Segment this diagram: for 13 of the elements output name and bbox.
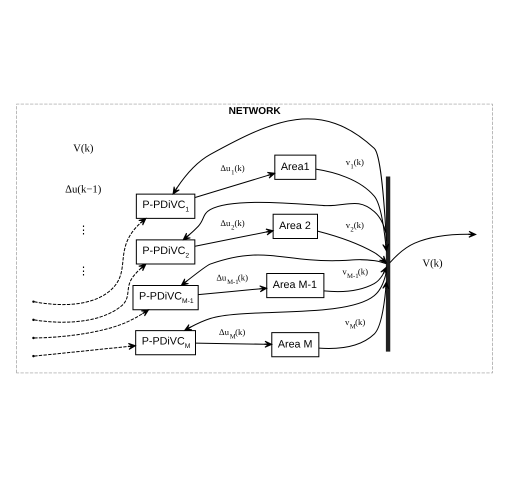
label: ⋮ (78, 224, 90, 237)
label: ⋮ (78, 266, 90, 278)
edge-label: Δu$_{1}$(k) (220, 162, 245, 176)
edge-label: v$_{1}$(k) (346, 156, 364, 170)
node-label: V(k) (422, 258, 443, 270)
edge-label: Δu$_{2}$(k) (220, 218, 245, 232)
edge-label: v$_{2}$(k) (346, 220, 364, 234)
label: Δu(k−1) (65, 184, 102, 196)
edge-label: Δu$_{M-1}$(k) (216, 272, 248, 286)
edge-label: v$_{M}$(k) (345, 316, 366, 330)
edge-label: Δu$_{M}$(k) (219, 326, 246, 340)
edge-label: v$_{M-1}$(k) (342, 266, 368, 280)
label: V(k) (73, 142, 94, 155)
